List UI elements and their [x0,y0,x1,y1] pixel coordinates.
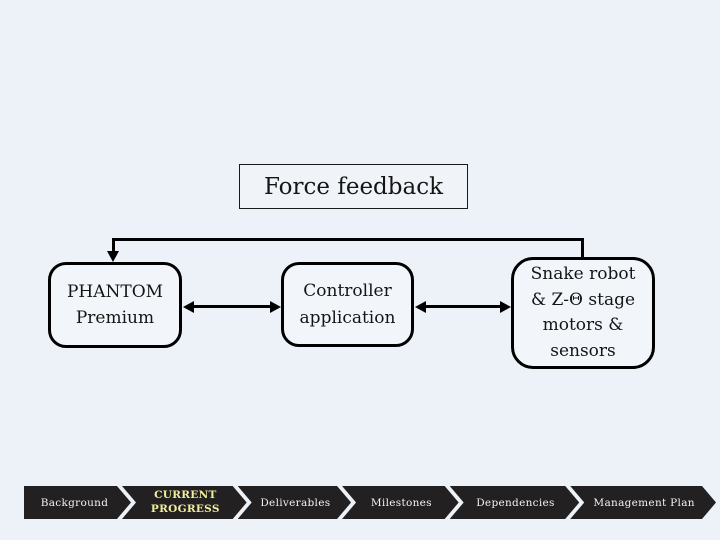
connector-center-right [425,305,501,308]
nav-item-current-progress[interactable]: CURRENT PROGRESS [122,486,247,519]
nav-item-label: Management Plan [593,496,695,509]
nav-item-label: Milestones [370,496,432,509]
arrow-right-icon [500,300,511,313]
title-box: Force feedback [239,164,468,209]
node-controller-application: Controller application [281,262,414,347]
arrow-left-icon [183,300,194,313]
nav-item-milestones[interactable]: Milestones [342,486,459,519]
nav-item-label: Background [40,496,109,509]
connector-horizontal-bracket [112,238,584,241]
node-label: PHANTOM Premium [66,281,164,328]
node-snake-robot: Snake robot & Z-Θ stage motors & sensors [511,257,655,369]
node-phantom-premium: PHANTOM Premium [48,262,182,348]
connector-vertical-right [581,238,584,259]
nav-item-dependencies[interactable]: Dependencies [450,486,580,519]
arrow-left-icon [415,300,426,313]
connector-left-center [193,305,270,308]
arrow-down-icon [107,251,119,262]
nav-item-label: Dependencies [476,496,555,509]
title-label: Force feedback [263,173,444,200]
nav-item-deliverables[interactable]: Deliverables [238,486,351,519]
section-nav: Background CURRENT PROGRESS Deliverables… [24,486,716,519]
node-label: Snake robot & Z-Θ stage motors & sensors [530,264,636,361]
nav-item-label: Deliverables [260,496,331,509]
node-label: Controller application [299,281,396,328]
arrow-right-icon [270,300,281,313]
nav-item-background[interactable]: Background [24,486,131,519]
nav-item-label: CURRENT PROGRESS [150,489,220,515]
connector-vertical-left [112,238,115,252]
nav-item-management-plan[interactable]: Management Plan [570,486,716,519]
